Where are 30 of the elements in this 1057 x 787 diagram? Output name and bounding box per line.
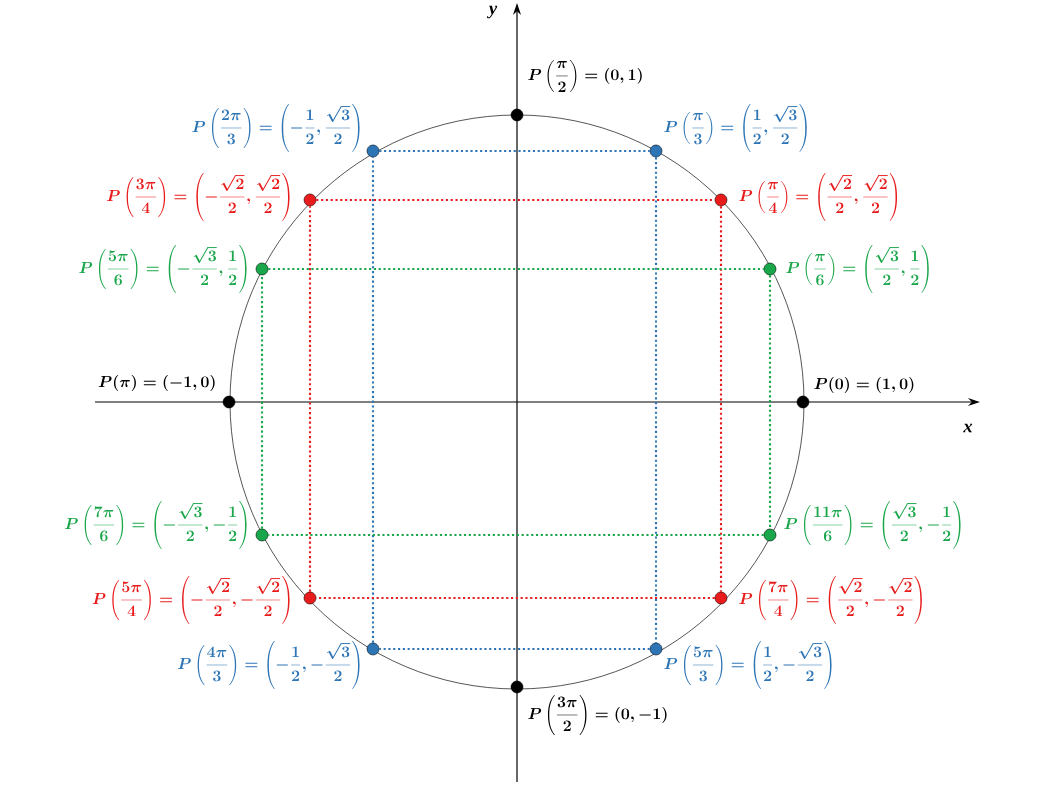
- dotted-line: [719, 206, 723, 592]
- dotted-line: [371, 157, 375, 643]
- dotted-line: [316, 198, 715, 202]
- dotted-line: [316, 596, 715, 600]
- axis-label: y: [487, 5, 498, 19]
- point-label: $P\left(\frac{4\pi}{3}\right)=\left(-\frac{1}{2},-\frac{\sqrt{3}}{2}\right)$: [178, 641, 360, 689]
- dotted-line: [268, 533, 764, 537]
- point-label: $P\left(\frac{5\pi}{4}\right)=\left(-\frac{\sqrt{2}}{2},-\frac{\sqrt{2}}{2}\right)$: [92, 576, 290, 624]
- point-label: $P\left(\frac{5\pi}{3}\right)=\left(\frac{1}{2},-\frac{\sqrt{3}}{2}\right)$: [664, 641, 832, 689]
- point-label: $P(0)=(1,0)$: [814, 377, 914, 393]
- point-label: $P\left(\frac{7\pi}{6}\right)=\left(-\frac{\sqrt{3}}{2},-\frac{1}{2}\right)$: [65, 501, 247, 549]
- point-label: $P\left(\frac{5\pi}{6}\right)=\left(-\frac{\sqrt{3}}{2},\frac{1}{2}\right)$: [79, 245, 247, 293]
- dotted-line: [268, 267, 764, 271]
- point-label: $P(\pi)=(-1,0)$: [98, 375, 215, 391]
- dotted-line: [768, 275, 772, 529]
- point-label: $P\left(\frac{2\pi}{3}\right)=\left(-\frac{1}{2},\frac{\sqrt{3}}{2}\right)$: [192, 104, 360, 152]
- dotted-line: [308, 206, 312, 592]
- point-label: $P\left(\frac{3\pi}{4}\right)=\left(-\frac{\sqrt{2}}{2},\frac{\sqrt{2}}{2}\right)$: [106, 173, 290, 221]
- point-label: $P\left(\frac{\pi}{2}\right)=(0,1)$: [528, 59, 642, 93]
- axis-label: x: [963, 423, 973, 433]
- point-label: $P\left(\frac{3\pi}{2}\right)=(0,-1)$: [528, 695, 667, 735]
- dotted-line: [379, 149, 650, 153]
- point-label: $P\left(\frac{\pi}{3}\right)=\left(\frac{1}{2},\frac{\sqrt{3}}{2}\right)$: [664, 104, 807, 152]
- dotted-line: [260, 275, 264, 529]
- point-label: $P\left(\frac{7\pi}{4}\right)=\left(\frac{\sqrt{2}}{2},-\frac{\sqrt{2}}{2}\right)$: [739, 576, 922, 624]
- point-label: $P\left(\frac{\pi}{4}\right)=\left(\frac{\sqrt{2}}{2},\frac{\sqrt{2}}{2}\right)$: [739, 173, 898, 221]
- point-label: $P\left(\frac{\pi}{6}\right)=\left(\frac{\sqrt{3}}{2},\frac{1}{2}\right)$: [786, 245, 929, 293]
- dotted-line: [654, 157, 658, 643]
- dotted-line: [379, 647, 650, 651]
- point-label: $P\left(\frac{11\pi}{6}\right)=\left(\frac{\sqrt{3}}{2},-\frac{1}{2}\right)$: [784, 501, 961, 549]
